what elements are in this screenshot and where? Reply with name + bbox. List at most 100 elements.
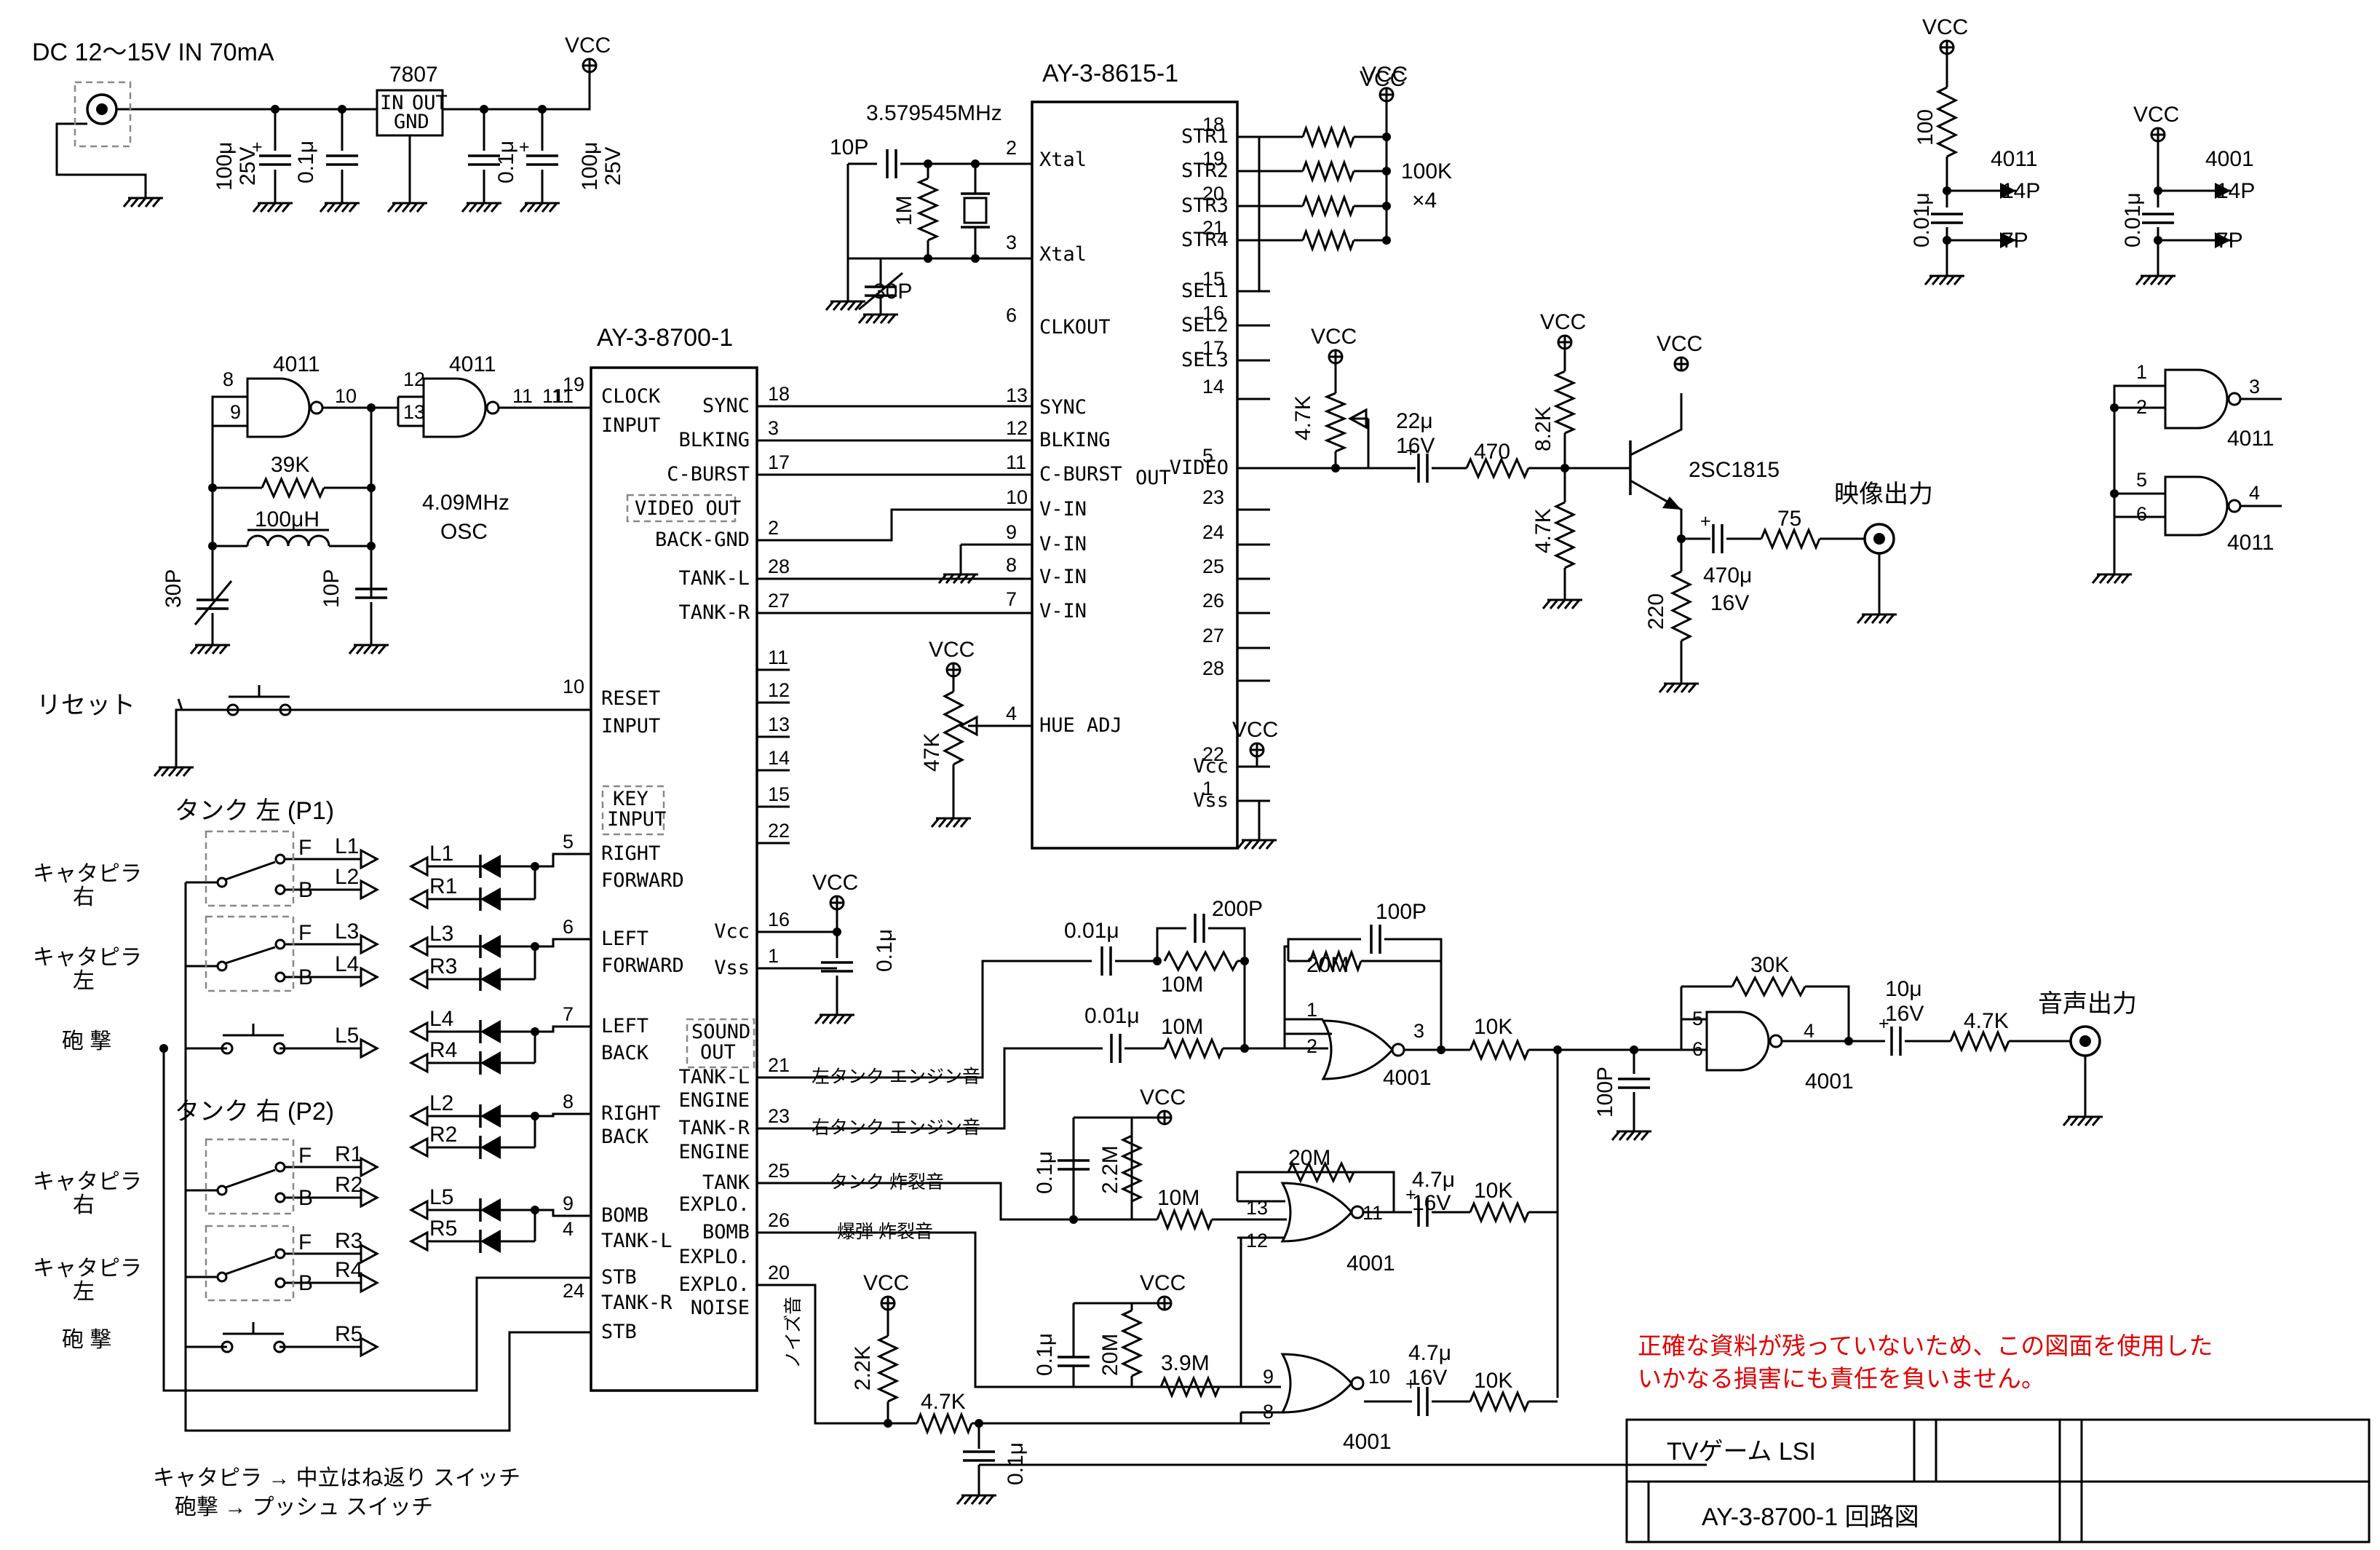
ground-icon [326, 202, 336, 213]
ground-icon [197, 644, 207, 655]
label: 0.01μ [1084, 1004, 1140, 1028]
ground-icon [2157, 275, 2167, 285]
vcc-label: VCC [812, 871, 858, 895]
chip8700-pin-label: INPUT [601, 715, 660, 738]
inductor-icon [246, 534, 330, 547]
switch-icon [226, 703, 239, 716]
resistor [1465, 456, 1530, 480]
label: 10K [1474, 1179, 1512, 1203]
ground-icon [879, 314, 889, 324]
ground-icon [1658, 683, 1668, 693]
chip8700-pin-label: TANK [702, 1171, 750, 1194]
wire [535, 1209, 591, 1217]
label: 砲 撃 [62, 1029, 111, 1053]
resistor [1469, 1390, 1530, 1413]
label: 16V [1885, 1002, 1924, 1026]
label: 22μ [1396, 409, 1433, 433]
chip8615-pin-number: 4 [1006, 703, 1017, 724]
diode-line-label: R4 [429, 1038, 457, 1062]
label: 4001 [1805, 1069, 1854, 1094]
junction-dot [1437, 1045, 1445, 1054]
inverter-bubble [1769, 1034, 1783, 1048]
junction-dot [1943, 236, 1951, 245]
diode-line-label: L2 [429, 1091, 453, 1115]
diode-icon [480, 887, 501, 911]
rca-jack-icon [2069, 1025, 2101, 1057]
chip8615-pin-label: Xtal [1039, 149, 1087, 171]
label: 10M [1157, 1186, 1199, 1210]
inverter-bubble [309, 400, 324, 415]
nand-gate-4011 [422, 377, 487, 438]
chip8700-pin-label: FORWARD [601, 869, 684, 892]
sound-out-box [686, 1018, 755, 1069]
chip8615-pin-label: Vcc [1193, 755, 1229, 778]
chip8700-pin-number: 26 [768, 1209, 790, 1231]
output-arrow-icon [408, 936, 429, 957]
track-label: キャタピラ [33, 1170, 142, 1194]
resistor [1120, 1134, 1143, 1203]
output-arrow-icon [360, 1037, 380, 1059]
ground-icon [1258, 839, 1268, 850]
ground-icon [821, 1014, 831, 1024]
resistor [1309, 949, 1362, 973]
ground-icon [160, 767, 170, 777]
wire [535, 938, 591, 948]
chip8615-pin-label: SEL1 [1181, 280, 1229, 302]
resistor [1949, 1029, 2010, 1053]
ground-icon [2164, 275, 2174, 285]
diode-icon [480, 1136, 501, 1159]
chip8615-pin-number: 8 [1006, 554, 1017, 576]
wire [162, 1048, 591, 1392]
ground-icon [930, 818, 940, 828]
label: 100μH [255, 507, 320, 531]
wire [225, 1169, 276, 1189]
ground-icon [1618, 1131, 1628, 1141]
crystal-icon [963, 197, 988, 224]
output-arrow-icon [408, 1052, 429, 1074]
diode-icon [480, 1198, 501, 1222]
label: 11 [1362, 1202, 1383, 1224]
chip8615-pin-number: 27 [1202, 625, 1224, 647]
video-out-box-label: VIDEO OUT [635, 497, 741, 520]
label: 16V [1396, 434, 1435, 458]
label: 6 [1692, 1038, 1703, 1060]
p1-title: タンク 左 (P1) [175, 797, 334, 825]
nor-gate-4001 [1280, 1353, 1353, 1414]
ground-icon [857, 314, 868, 324]
ground-icon [2069, 1116, 2079, 1126]
label: 4.09MHz [422, 491, 509, 515]
label: 470μ [1703, 564, 1752, 588]
diode-line-label: R3 [429, 954, 457, 978]
ground-icon [266, 202, 277, 213]
wire [790, 1182, 1074, 1221]
switch-output-label: L4 [335, 952, 359, 976]
resistor [1553, 370, 1576, 435]
ground-icon [828, 1014, 838, 1024]
ground-icon [377, 644, 387, 655]
switch-contact [274, 971, 286, 983]
chip8700-pin-label: EXPLO. [678, 1193, 750, 1216]
nor-gate-4001 [1280, 1182, 1353, 1243]
chip8700-pin-number: 7 [563, 1003, 574, 1025]
junction-dot [2154, 186, 2162, 195]
regulator-label: 7807 [389, 63, 438, 87]
ground-icon [2091, 1116, 2101, 1126]
ground-icon [1924, 275, 1934, 285]
label: 7P [2002, 229, 2028, 253]
resistor [876, 1334, 900, 1403]
ground-icon [182, 767, 192, 777]
switch-contact [216, 1185, 228, 1196]
label: F [298, 1230, 312, 1254]
label: 11 [553, 385, 574, 407]
track-label: キャタピラ [33, 946, 142, 970]
note-1: キャタピラ → 中立はね返り スイッチ [153, 1466, 520, 1490]
wire [1236, 1171, 1395, 1212]
chip8700-pin-label: BACK [601, 1126, 649, 1148]
ground-icon [952, 574, 962, 584]
chip8615-pin-label: C-BURST [1039, 463, 1122, 486]
wire [535, 853, 591, 868]
ground-icon [541, 202, 551, 213]
label: 5 [1692, 1008, 1703, 1029]
label: 13 [403, 401, 425, 423]
switch-output-label: R5 [335, 1322, 362, 1346]
